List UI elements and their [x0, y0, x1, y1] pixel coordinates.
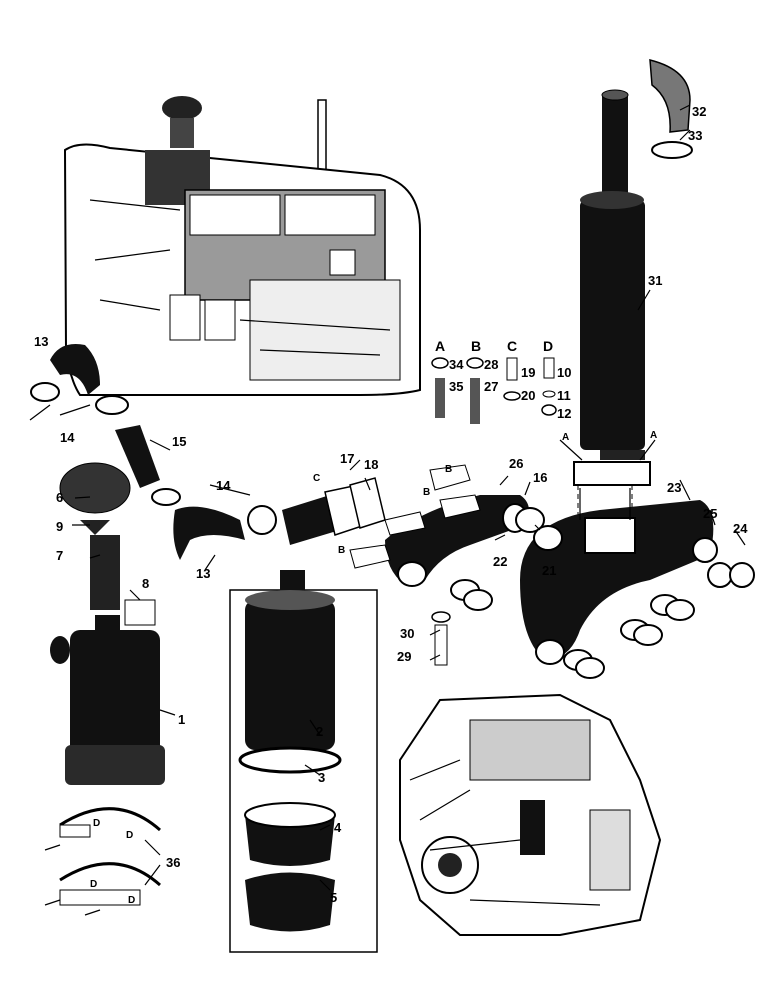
callout-2: 2: [316, 724, 323, 739]
filter-element-inset: [229, 570, 378, 953]
ref-a-right: A: [650, 430, 657, 441]
group-d-label: D: [543, 338, 553, 354]
callout-3: 3: [318, 770, 325, 785]
callout-4: 4: [334, 820, 342, 835]
ref-c-1: C: [313, 473, 320, 484]
callout-9: 9: [56, 519, 63, 534]
callout-27: 27: [484, 379, 498, 394]
leader-lines: [29, 104, 746, 916]
callout-16: 16: [533, 470, 547, 485]
intake-hose-assembly: [151, 477, 386, 560]
hardware-group-labels: A B C D: [435, 338, 553, 354]
callout-11: 11: [557, 388, 571, 403]
callout-17: 17: [340, 451, 354, 466]
exhaust-stack-assembly: [573, 59, 693, 520]
group-b-label: B: [471, 338, 481, 354]
air-cleaner-assembly: [30, 344, 165, 906]
ref-d-2: D: [126, 830, 133, 841]
callout-15: 15: [172, 434, 186, 449]
ref-b-1: B: [445, 464, 452, 475]
callout-36: 36: [166, 855, 180, 870]
callout-28: 28: [484, 357, 498, 372]
callout-21: 21: [542, 563, 556, 578]
ref-b-2: B: [423, 487, 430, 498]
callout-30: 30: [400, 626, 414, 641]
ref-d-4: D: [128, 895, 135, 906]
callout-20: 20: [521, 388, 535, 403]
callout-13-bottom: 13: [196, 566, 210, 581]
ref-b-3: B: [338, 545, 345, 556]
callout-14-right: 14: [216, 478, 231, 493]
callout-18: 18: [364, 457, 378, 472]
ref-d-3: D: [90, 879, 97, 890]
callout-26: 26: [509, 456, 523, 471]
callout-31: 31: [648, 273, 662, 288]
ref-d-1: D: [93, 818, 100, 829]
callout-29: 29: [397, 649, 411, 664]
group-a-label: A: [435, 338, 445, 354]
callout-10: 10: [557, 365, 571, 380]
callout-22: 22: [493, 554, 507, 569]
hardware-groups: [431, 357, 557, 424]
callout-13-top: 13: [34, 334, 48, 349]
callout-19: 19: [521, 365, 535, 380]
callout-25: 25: [703, 506, 717, 521]
callout-1: 1: [178, 712, 185, 727]
callout-7: 7: [56, 548, 63, 563]
callout-6: 6: [56, 490, 63, 505]
callout-33: 33: [688, 128, 702, 143]
callout-5: 5: [330, 890, 337, 905]
callout-12: 12: [557, 406, 571, 421]
callout-labels: 1 2 3 4 5 6 7 8 9 10 11 12 13 13 14 14 1…: [34, 104, 748, 905]
exhaust-manifold-assembly: [349, 464, 755, 679]
engine-illustration: [399, 693, 662, 936]
callout-23: 23: [667, 480, 681, 495]
callout-8: 8: [142, 576, 149, 591]
callout-34: 34: [449, 357, 464, 372]
ref-a-left: A: [562, 432, 569, 443]
callout-24: 24: [733, 521, 748, 536]
tractor-engine-bay-illustration: [63, 96, 421, 396]
reference-letters: A A B B B C D D D D: [90, 430, 657, 906]
callout-32: 32: [692, 104, 706, 119]
callout-14-left: 14: [60, 430, 75, 445]
group-c-label: C: [507, 338, 517, 354]
callout-35: 35: [449, 379, 463, 394]
